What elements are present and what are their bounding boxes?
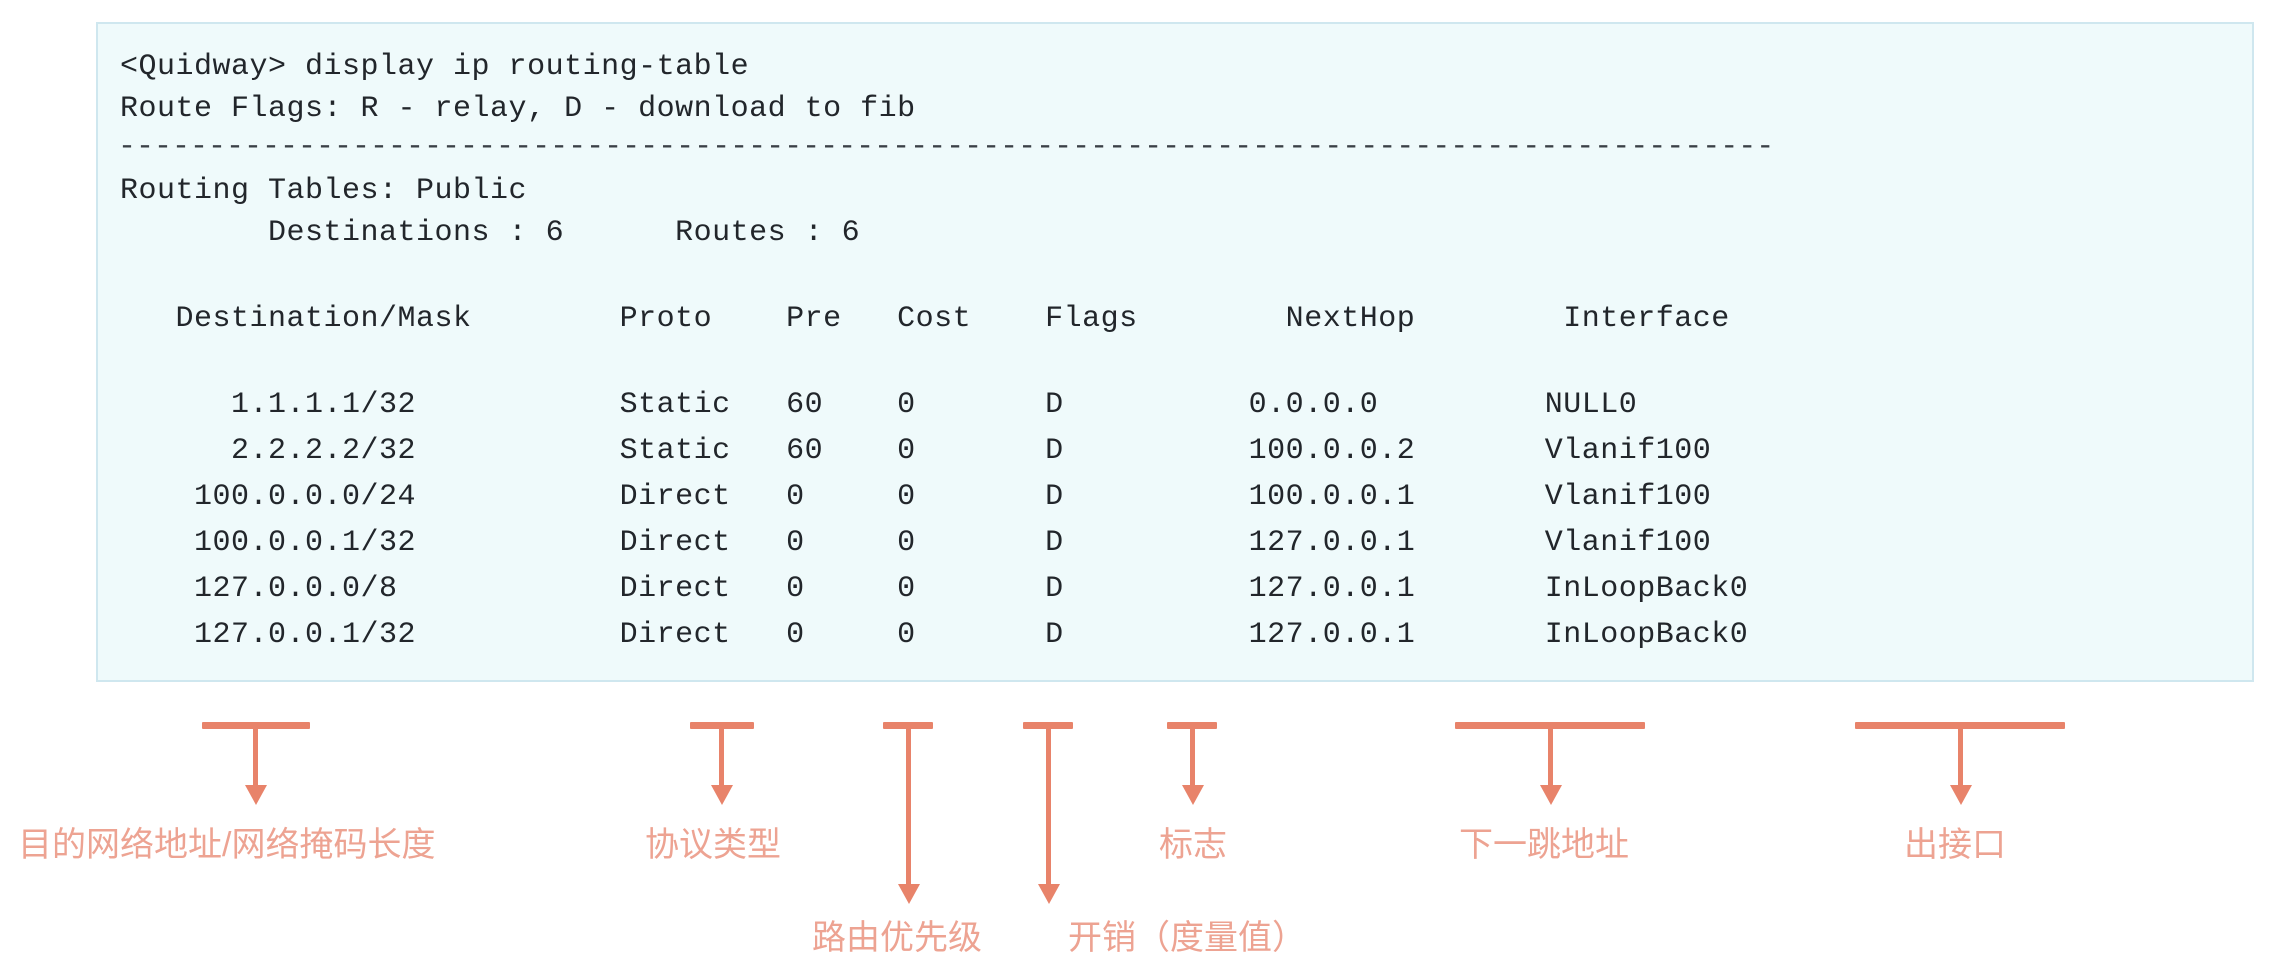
command-prompt-line: <Quidway> display ip routing-table [120,50,750,84]
route-flags-legend-line: Route Flags: R - relay, D - download to … [120,92,916,126]
callout-bar-proto [690,722,754,729]
callout-stem-interface [1958,729,1963,785]
destinations-routes-counts: Destinations : 6 Routes : 6 [120,216,861,250]
callout-bar-pre [883,722,933,729]
callout-arrowhead-destination-mask [245,785,267,805]
table-row: 127.0.0.1/32 Direct 0 0 D 127.0.0.1 InLo… [120,618,1749,652]
callout-bar-cost [1023,722,1073,729]
callout-stem-proto [719,729,724,785]
routing-table-output-panel: <Quidway> display ip routing-table Route… [96,22,2254,682]
table-row: 100.0.0.1/32 Direct 0 0 D 127.0.0.1 Vlan… [120,526,1712,560]
table-row: 127.0.0.0/8 Direct 0 0 D 127.0.0.1 InLoo… [120,572,1749,606]
annotation-label-pre: 路由优先级 [812,919,982,957]
annotation-label-nexthop: 下一跳地址 [1459,826,1629,864]
callout-arrowhead-nexthop [1540,785,1562,805]
annotation-label-destination-mask: 目的网络地址/网络掩码长度 [18,826,436,864]
annotation-label-cost: 开销（度量值） [1068,919,1306,957]
table-column-header-row: Destination/Mask Proto Pre Cost Flags Ne… [120,302,1730,336]
callout-arrowhead-flags [1182,785,1204,805]
table-row: 1.1.1.1/32 Static 60 0 D 0.0.0.0 NULL0 [120,388,1638,422]
callout-stem-pre [906,729,911,884]
callout-stem-cost [1046,729,1051,884]
divider-line: ----------------------------------------… [118,130,1775,164]
annotation-label-proto: 协议类型 [645,826,781,864]
callout-arrowhead-interface [1950,785,1972,805]
callout-arrowhead-proto [711,785,733,805]
callout-stem-nexthop [1548,729,1553,785]
callout-bar-destination-mask [202,722,310,729]
callout-stem-destination-mask [253,729,258,785]
callout-bar-flags [1167,722,1217,729]
table-row: 100.0.0.0/24 Direct 0 0 D 100.0.0.1 Vlan… [120,480,1712,514]
callout-stem-flags [1190,729,1195,785]
table-row: 2.2.2.2/32 Static 60 0 D 100.0.0.2 Vlani… [120,434,1712,468]
callout-bar-nexthop [1455,722,1645,729]
callout-arrowhead-cost [1038,884,1060,904]
annotation-label-flags: 标志 [1159,826,1227,864]
annotation-label-interface: 出接口 [1904,826,2006,864]
callout-bar-interface [1855,722,2065,729]
callout-arrowhead-pre [898,884,920,904]
routing-tables-label: Routing Tables: Public [120,174,528,208]
